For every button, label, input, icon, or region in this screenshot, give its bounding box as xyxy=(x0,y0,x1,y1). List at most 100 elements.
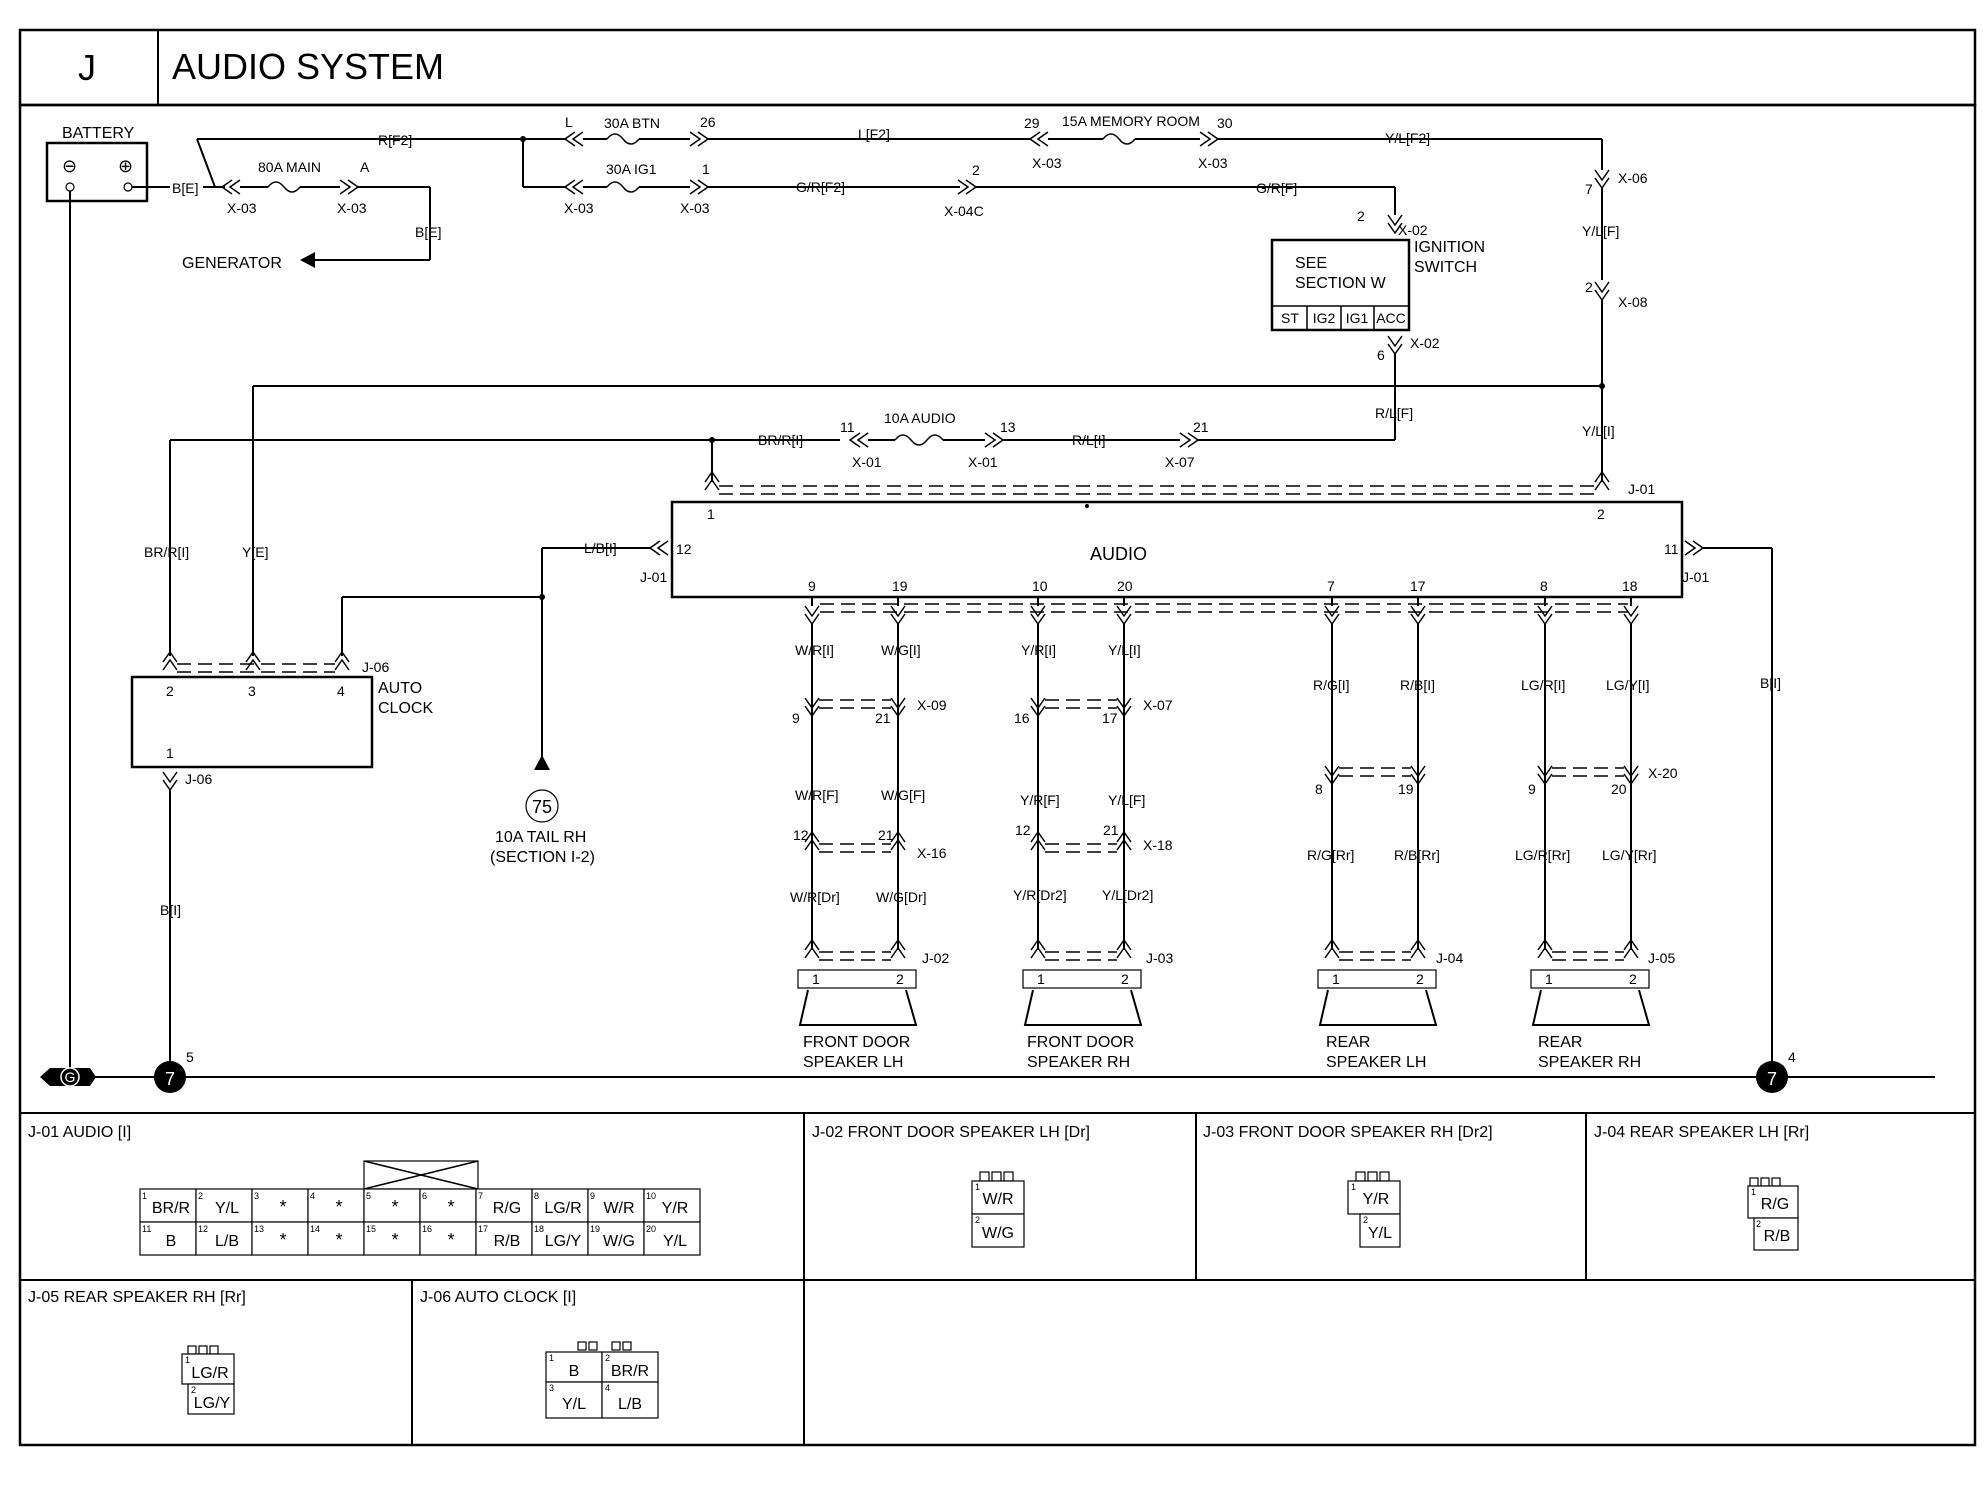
tail-fuse-label-1: 10A TAIL RH xyxy=(495,829,586,846)
fl-wire-1: W/R[I] xyxy=(795,642,834,658)
fuse-audio-pin-r: 13 xyxy=(1000,419,1016,435)
ignition-see-label: SEE xyxy=(1295,255,1327,272)
connector-x02-pin-top: 2 xyxy=(1357,208,1365,224)
connector-x08-label: X-08 xyxy=(1618,294,1648,310)
wire-label-gr-f2: G/R[F2] xyxy=(796,179,845,195)
connector-x03-label: X-03 xyxy=(227,200,257,216)
fr-wire-5: Y/R[Dr2] xyxy=(1013,887,1067,903)
j01-pin-cell xyxy=(195,1188,253,1223)
diagram-header: J AUDIO SYSTEM xyxy=(18,28,1977,107)
j01-pin-wire: * xyxy=(391,1230,398,1250)
fuse-10a-audio-icon xyxy=(894,434,944,446)
fl-connector-label: J-02 xyxy=(922,950,949,966)
rl-speaker-label-1: REAR xyxy=(1326,1034,1370,1051)
j01-pin-number: 16 xyxy=(422,1224,432,1234)
rr-wire-2: LG/Y[I] xyxy=(1606,677,1650,693)
auto-clock-pin-4: 4 xyxy=(337,683,345,699)
audio-pin-18: 18 xyxy=(1622,578,1638,594)
fuse-15a-memory-room-label: 15A MEMORY ROOM xyxy=(1062,113,1200,129)
j01-pin-wire: Y/L xyxy=(215,1200,239,1217)
j01-pin-number: 10 xyxy=(646,1191,656,1201)
front-door-speaker-rh-circuit: Y/R[I] Y/L[I] 16 17 X-07 Y/R[F] Y/L[F] 1… xyxy=(1013,597,1173,1071)
j05-view-title: J-05 REAR SPEAKER RH [Rr] xyxy=(28,1289,246,1306)
connector-x06-label: X-06 xyxy=(1618,170,1648,186)
j01-pin-cell xyxy=(251,1188,309,1223)
audio-pin-7: 7 xyxy=(1327,578,1335,594)
rr-wire-1: LG/R[I] xyxy=(1521,677,1565,693)
ground-g-label: G xyxy=(65,1069,76,1085)
j06-view-title: J-06 AUTO CLOCK [I] xyxy=(420,1289,576,1306)
wire-label-r-f2: R[F2] xyxy=(378,132,412,148)
j01-connector-label: J-01 xyxy=(1628,481,1655,497)
j06-pin-2: BR/R xyxy=(611,1363,649,1380)
wire-label-gr-f: G/R[F] xyxy=(1256,180,1297,196)
fr-wire-2: Y/L[I] xyxy=(1108,642,1141,658)
fl-x2-pin-2: 21 xyxy=(878,827,894,843)
ground-left-pin: 5 xyxy=(186,1049,194,1065)
j01-view-title: J-01 AUDIO [I] xyxy=(28,1124,131,1141)
j01-pin-wire: * xyxy=(335,1230,342,1250)
j05-pin-1-num: 1 xyxy=(185,1355,190,1365)
j01-pin-cell xyxy=(307,1221,365,1256)
section-letter: J xyxy=(78,47,96,88)
j01-pin-number: 7 xyxy=(478,1191,483,1201)
j06-pin-4-num: 4 xyxy=(605,1383,610,1393)
tail-fuse-label-2: (SECTION I-2) xyxy=(490,849,595,866)
j03-pin-1-num: 1 xyxy=(1351,1182,1356,1192)
page-title: AUDIO SYSTEM xyxy=(172,46,444,87)
rr-x1-pin-1: 9 xyxy=(1528,781,1536,797)
audio-pin-11: 11 xyxy=(1664,541,1679,557)
j01-pin-number: 17 xyxy=(478,1224,488,1234)
ignition-pin-ig2: IG2 xyxy=(1313,310,1336,326)
j03-view-title: J-03 FRONT DOOR SPEAKER RH [Dr2] xyxy=(1203,1124,1493,1141)
j01-pin-wire: LG/Y xyxy=(545,1233,582,1250)
fuse-memory-pin-r: 30 xyxy=(1217,115,1233,131)
j01-pin-number: 8 xyxy=(534,1191,539,1201)
audio-pin-20: 20 xyxy=(1117,578,1133,594)
fl-speaker-label-1: FRONT DOOR xyxy=(803,1034,910,1051)
fuse-80a-main-icon xyxy=(267,181,301,193)
j04-pin-2: R/B xyxy=(1764,1228,1791,1245)
wire-label-b-e-2: B[E] xyxy=(415,224,441,240)
j01-pin-number: 2 xyxy=(198,1191,203,1201)
connector-x03-label-2: X-03 xyxy=(337,200,367,216)
j01-connector-label-right: J-01 xyxy=(1682,569,1709,585)
j04-pin-1-num: 1 xyxy=(1751,1187,1756,1197)
rl-x1-pin-2: 19 xyxy=(1398,781,1414,797)
j06-pin-2-num: 2 xyxy=(605,1353,610,1363)
front-door-speaker-lh-circuit: W/R[I] W/G[I] 9 21 X-09 W/R[F] W/G[F] 12… xyxy=(790,597,949,1071)
wire-label-brr-i: BR/R[I] xyxy=(758,432,803,448)
rr-speaker-label-1: REAR xyxy=(1538,1034,1582,1051)
fuse-80a-main-label: 80A MAIN xyxy=(258,159,321,175)
rl-speaker-pin-2: 2 xyxy=(1416,971,1424,987)
rr-wire-4: LG/Y[Rr] xyxy=(1602,847,1656,863)
fr-wire-3: Y/R[F] xyxy=(1020,792,1060,808)
fr-connector-label: J-03 xyxy=(1146,950,1173,966)
connector-x07-label: X-07 xyxy=(1165,454,1195,470)
fr-x1-label: X-07 xyxy=(1143,697,1173,713)
j01-pin-grid: 1BR/R2Y/L3*4*5*6*7R/G8LG/R9W/R10Y/R11B12… xyxy=(139,1188,701,1256)
wire-label-yl-f: Y/L[F] xyxy=(1582,223,1619,239)
j03-pin-1: Y/R xyxy=(1363,1191,1390,1208)
j01-pin-number: 15 xyxy=(366,1224,376,1234)
fr-speaker-pin-2: 2 xyxy=(1121,971,1129,987)
j01-pin-wire: B xyxy=(166,1233,177,1250)
j01-pin-number: 19 xyxy=(590,1224,600,1234)
j01-pin-number: 13 xyxy=(254,1224,264,1234)
j01-pin-wire: LG/R xyxy=(544,1200,581,1217)
rr-speaker-label-2: SPEAKER RH xyxy=(1538,1054,1641,1071)
audio-pin-19: 19 xyxy=(892,578,908,594)
rl-speaker-label-2: SPEAKER LH xyxy=(1326,1054,1426,1071)
j01-pin-number: 9 xyxy=(590,1191,595,1201)
connector-x01-label-2: X-01 xyxy=(968,454,998,470)
j01-pin-cell xyxy=(363,1221,421,1256)
audio-pin-17: 17 xyxy=(1410,578,1426,594)
ignition-switch-label-1: IGNITION xyxy=(1414,239,1485,256)
j06-pin-3-num: 3 xyxy=(549,1383,554,1393)
fr-speaker-pin-1: 1 xyxy=(1037,971,1045,987)
j01-pin-wire: Y/L xyxy=(663,1233,687,1250)
fl-wire-2: W/G[I] xyxy=(881,642,921,658)
ignition-section-label: SECTION W xyxy=(1295,275,1387,292)
j01-pin-number: 14 xyxy=(310,1224,320,1234)
rear-rh-speaker-icon xyxy=(1531,989,1651,1026)
